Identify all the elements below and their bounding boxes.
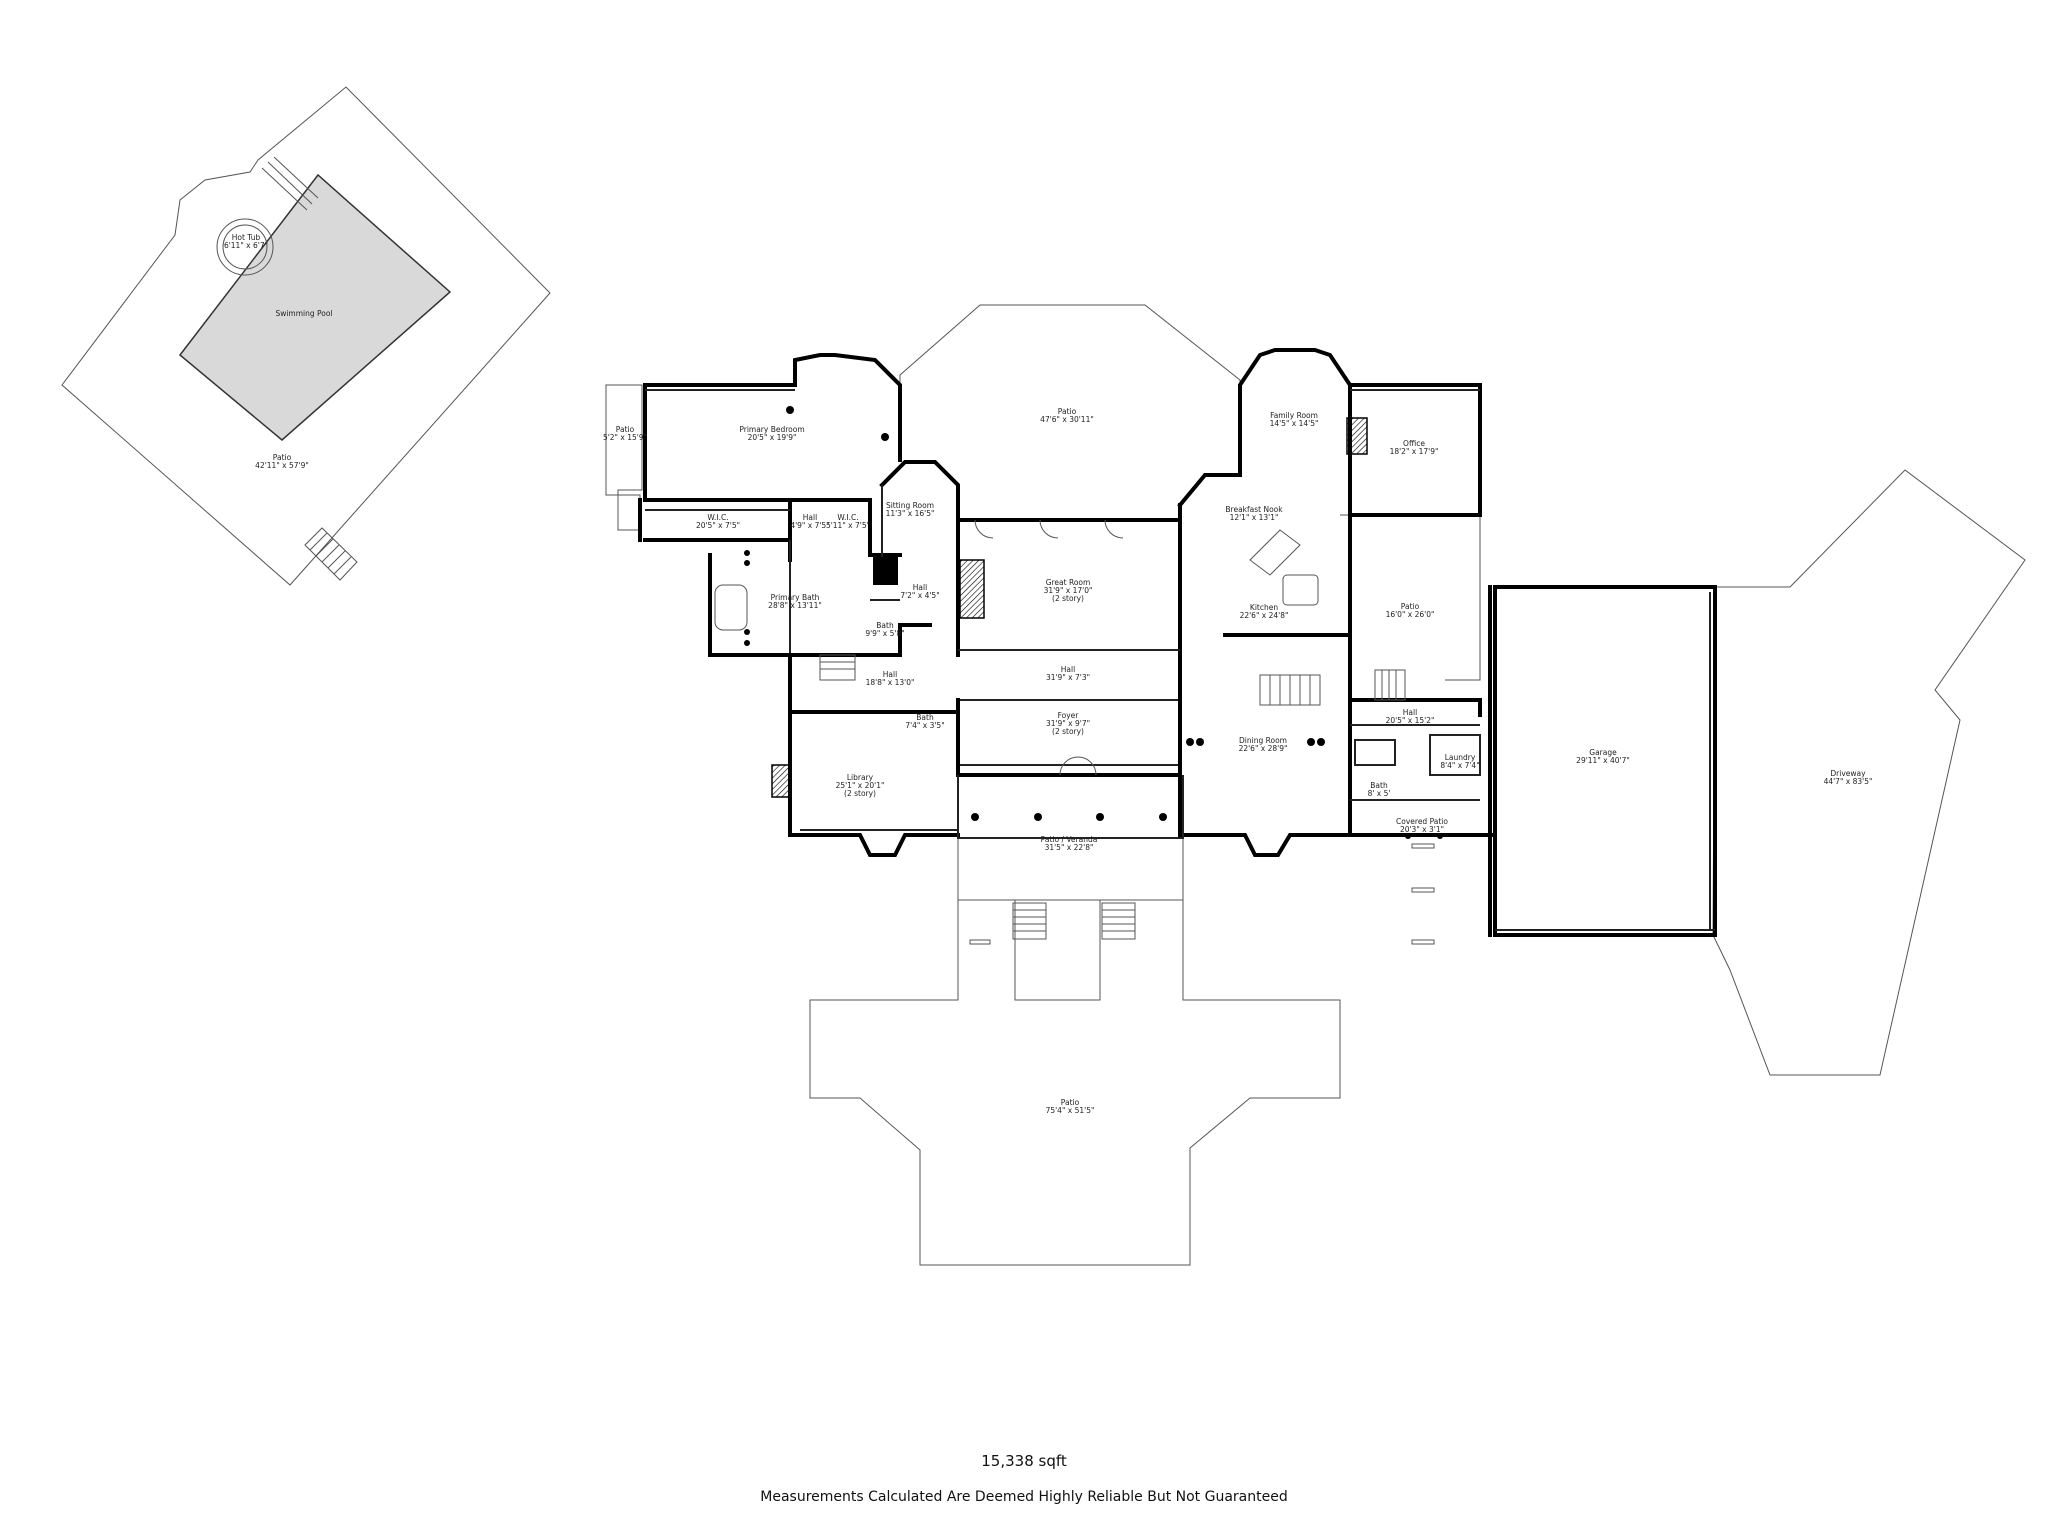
- room-dims: 9'9" x 5'8": [865, 629, 904, 638]
- room-name: Patio: [1061, 1098, 1080, 1107]
- library-fireplace: [771, 764, 791, 798]
- room-name: Swimming Pool: [275, 309, 332, 318]
- room-name: W.I.C.: [707, 513, 728, 522]
- room-dims: 31'9" x 17'0": [1044, 586, 1093, 595]
- room-dims: 31'9" x 9'7": [1046, 719, 1090, 728]
- measurement-disclaimer: Measurements Calculated Are Deemed Highl…: [760, 1489, 1288, 1505]
- room-name: Hall: [1403, 708, 1417, 717]
- room-name: Primary Bedroom: [739, 425, 804, 434]
- room-labels: Hot Tub 6'11" x 6'7" Swimming Pool Patio…: [224, 233, 1872, 1115]
- room-name: Laundry: [1445, 753, 1476, 762]
- room-name: Hall: [883, 670, 897, 679]
- room-name: Bath: [1370, 781, 1388, 790]
- pool-deck-steps: [261, 156, 319, 211]
- room-dims: 12'1" x 13'1": [1230, 513, 1279, 522]
- room-dims: 8'4" x 7'4": [1440, 761, 1479, 770]
- swimming-pool-shape: [178, 173, 452, 441]
- room-dims: 18'2" x 17'9": [1390, 447, 1439, 456]
- room-name: Hall: [913, 583, 927, 592]
- room-name: W.I.C.: [837, 513, 858, 522]
- room-name: Office: [1403, 439, 1425, 448]
- room-name: Breakfast Nook: [1225, 505, 1283, 514]
- room-name: Dining Room: [1239, 736, 1287, 745]
- room-dims: 8' x 5': [1368, 789, 1391, 798]
- room-name: Library: [847, 773, 874, 782]
- room-name: Patio: [616, 425, 635, 434]
- outdoor-outlines: [605, 304, 2026, 1266]
- room-name: Hall: [1061, 665, 1075, 674]
- room-dims: 28'8" x 13'11": [768, 601, 822, 610]
- front-patio-outline: [809, 899, 1341, 1266]
- room-dims: 47'6" x 30'11": [1040, 415, 1094, 424]
- room-dims: 11'3" x 16'5": [886, 509, 935, 518]
- total-area: 15,338 sqft: [981, 1452, 1067, 1470]
- room-note: (2 story): [1052, 594, 1084, 603]
- house-walls: [638, 348, 1717, 937]
- pool-steps: [304, 527, 358, 581]
- room-name: Great Room: [1046, 578, 1091, 587]
- room-dims: 29'11" x 40'7": [1576, 756, 1630, 765]
- room-name: Patio / Veranda: [1041, 835, 1098, 844]
- room-dims: 20'3" x 3'1": [1400, 825, 1444, 834]
- pool-area: [61, 86, 551, 586]
- great-room-fireplace: [959, 559, 985, 619]
- room-name: Patio: [1058, 407, 1077, 416]
- room-name: Patio: [1401, 602, 1420, 611]
- room-dims: 42'11" x 57'9": [255, 461, 309, 470]
- room-dims: 31'5" x 22'8": [1045, 843, 1094, 852]
- family-room-fireplace: [1346, 417, 1368, 455]
- columns: [744, 406, 1443, 839]
- room-dims: 18'8" x 13'0": [866, 678, 915, 687]
- room-dims: 14'5" x 14'5": [1270, 419, 1319, 428]
- room-dims: 4'9" x 7'5": [790, 521, 829, 530]
- room-note: (2 story): [1052, 727, 1084, 736]
- room-name: Primary Bath: [771, 593, 820, 602]
- hot-tub-shape: [216, 218, 274, 276]
- room-name: Foyer: [1058, 711, 1080, 720]
- room-dims: 22'6" x 28'9": [1239, 744, 1288, 753]
- driveway-outline: [1712, 469, 2026, 1076]
- room-dims: 7'2" x 4'5": [900, 591, 939, 600]
- room-dims: 20'5" x 7'5": [696, 521, 740, 530]
- room-name: Family Room: [1270, 411, 1318, 420]
- room-dims: 25'1" x 20'1": [836, 781, 885, 790]
- room-dims: 20'5" x 15'2": [1386, 716, 1435, 725]
- room-name: Hall: [803, 513, 817, 522]
- room-name: Garage: [1589, 748, 1617, 757]
- room-dims: 22'6" x 24'8": [1240, 611, 1289, 620]
- room-dims: 44'7" x 83'5": [1824, 777, 1873, 786]
- room-name: Bath: [876, 621, 894, 630]
- room-name: Bath: [916, 713, 934, 722]
- room-name: Covered Patio: [1396, 817, 1448, 826]
- room-name: Hot Tub: [232, 233, 261, 242]
- room-name: Kitchen: [1250, 603, 1278, 612]
- room-dims: 5'11" x 7'5": [826, 521, 870, 530]
- pool-patio-outline: [61, 86, 551, 586]
- room-name: Sitting Room: [886, 501, 934, 510]
- room-note: (2 story): [844, 789, 876, 798]
- room-dims: 7'4" x 3'5": [905, 721, 944, 730]
- room-name: Patio: [273, 453, 292, 462]
- room-name: Driveway: [1830, 769, 1866, 778]
- room-dims: 5'2" x 15'9": [603, 433, 647, 442]
- room-dims: 31'9" x 7'3": [1046, 673, 1090, 682]
- room-dims: 20'5" x 19'9": [748, 433, 797, 442]
- room-dims: 75'4" x 51'5": [1046, 1106, 1095, 1115]
- room-dims: 16'0" x 26'0": [1386, 610, 1435, 619]
- room-dims: 6'11" x 6'7": [224, 241, 268, 250]
